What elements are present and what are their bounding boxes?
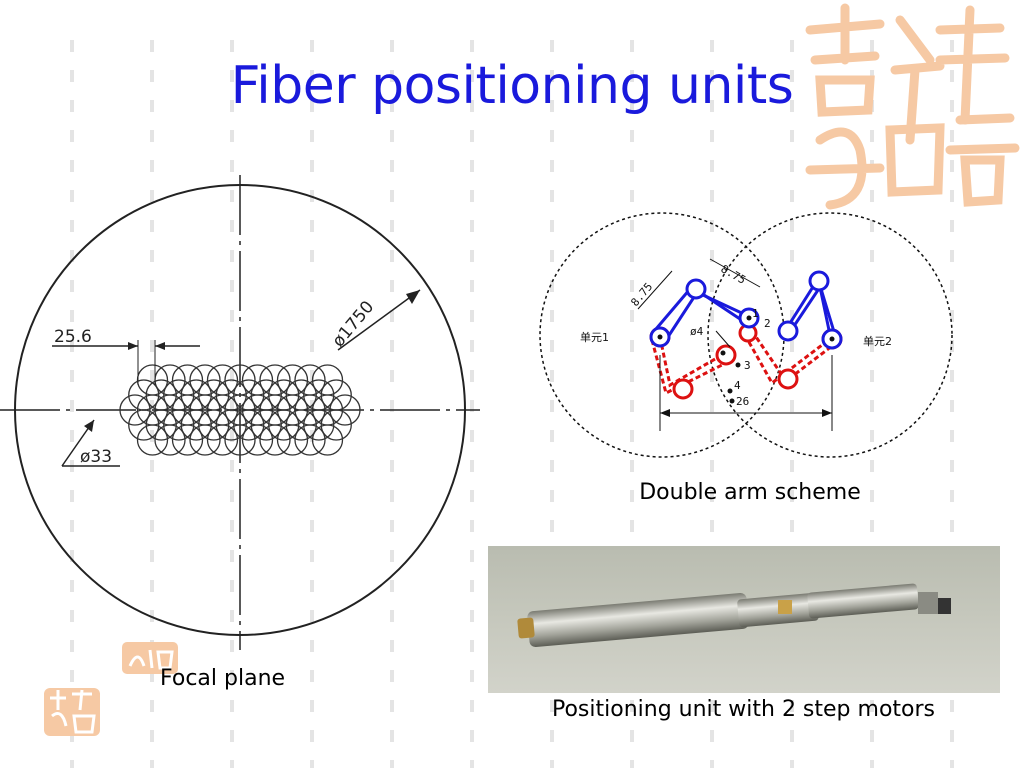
diameter-leader: [337, 289, 421, 351]
point-3-label: 3: [744, 359, 751, 372]
point-4-label: 4: [734, 379, 741, 392]
slide-title: Fiber positioning units: [230, 56, 794, 116]
unit2-label: 单元2: [863, 335, 892, 348]
fiber-unit-circle: [233, 409, 265, 441]
fiber-unit-circle: [128, 409, 160, 441]
double-arm-diagram: 8.75 8.75 ø4 1 2 3 4 26 单元1 单元2: [539, 212, 953, 458]
fiber-unit-cluster: [119, 364, 361, 456]
fiber-unit-circle: [250, 409, 282, 441]
unit-diameter-label: ø33: [80, 447, 112, 467]
fiber-unit-circle: [303, 409, 335, 441]
diameter-label: ø1750: [329, 297, 379, 351]
fiber-unit-circle: [329, 394, 361, 426]
fiber-unit-circle: [294, 424, 326, 456]
span-label: 26: [736, 395, 749, 408]
fiber-unit-circle: [145, 409, 177, 441]
fiber-unit-circle: [154, 424, 186, 456]
focal-plane-drawing: ø1750 25.6 ø33: [0, 175, 480, 650]
fiber-unit-circle: [163, 409, 195, 441]
unit1-label: 单元1: [580, 331, 609, 344]
photo-caption: Positioning unit with 2 step motors: [551, 697, 935, 722]
fiber-unit-circle: [268, 409, 300, 441]
fiber-unit-circle: [180, 409, 212, 441]
calligraphy-watermark: [805, 3, 1020, 210]
blue-joints: [649, 270, 843, 350]
hole-diameter-label: ø4: [690, 325, 704, 338]
focal-plane-caption: Focal plane: [160, 666, 286, 691]
fiber-unit-circle: [189, 424, 221, 456]
fiber-unit-circle: [285, 409, 317, 441]
fiber-unit-circle: [241, 424, 274, 456]
point-2-label: 2: [764, 317, 771, 330]
fiber-unit-circle: [311, 424, 344, 456]
watermark-seal-small: [122, 642, 178, 674]
fiber-unit-circle: [206, 424, 239, 456]
arm2-length-label: 8.75: [719, 262, 748, 287]
watermark-seal-large: [44, 688, 100, 736]
fiber-unit-circle: [171, 424, 204, 456]
fiber-unit-circle: [215, 409, 247, 441]
fiber-unit-circle: [320, 409, 352, 441]
unit2-workspace: [707, 212, 953, 458]
fiber-unit-circle: [276, 424, 309, 456]
positioning-unit-photo: [488, 546, 1000, 693]
double-arm-caption: Double arm scheme: [639, 480, 861, 505]
joint-centers: [657, 315, 835, 404]
fiber-unit-circle: [224, 424, 256, 456]
unit-body: [517, 583, 951, 648]
fiber-unit-circle: [198, 409, 230, 441]
fiber-unit-circle: [259, 424, 291, 456]
spacing-label: 25.6: [54, 327, 92, 347]
point-1-label: 1: [752, 307, 759, 320]
fiber-unit-circle: [119, 394, 151, 426]
fiber-unit-circle: [136, 424, 169, 456]
